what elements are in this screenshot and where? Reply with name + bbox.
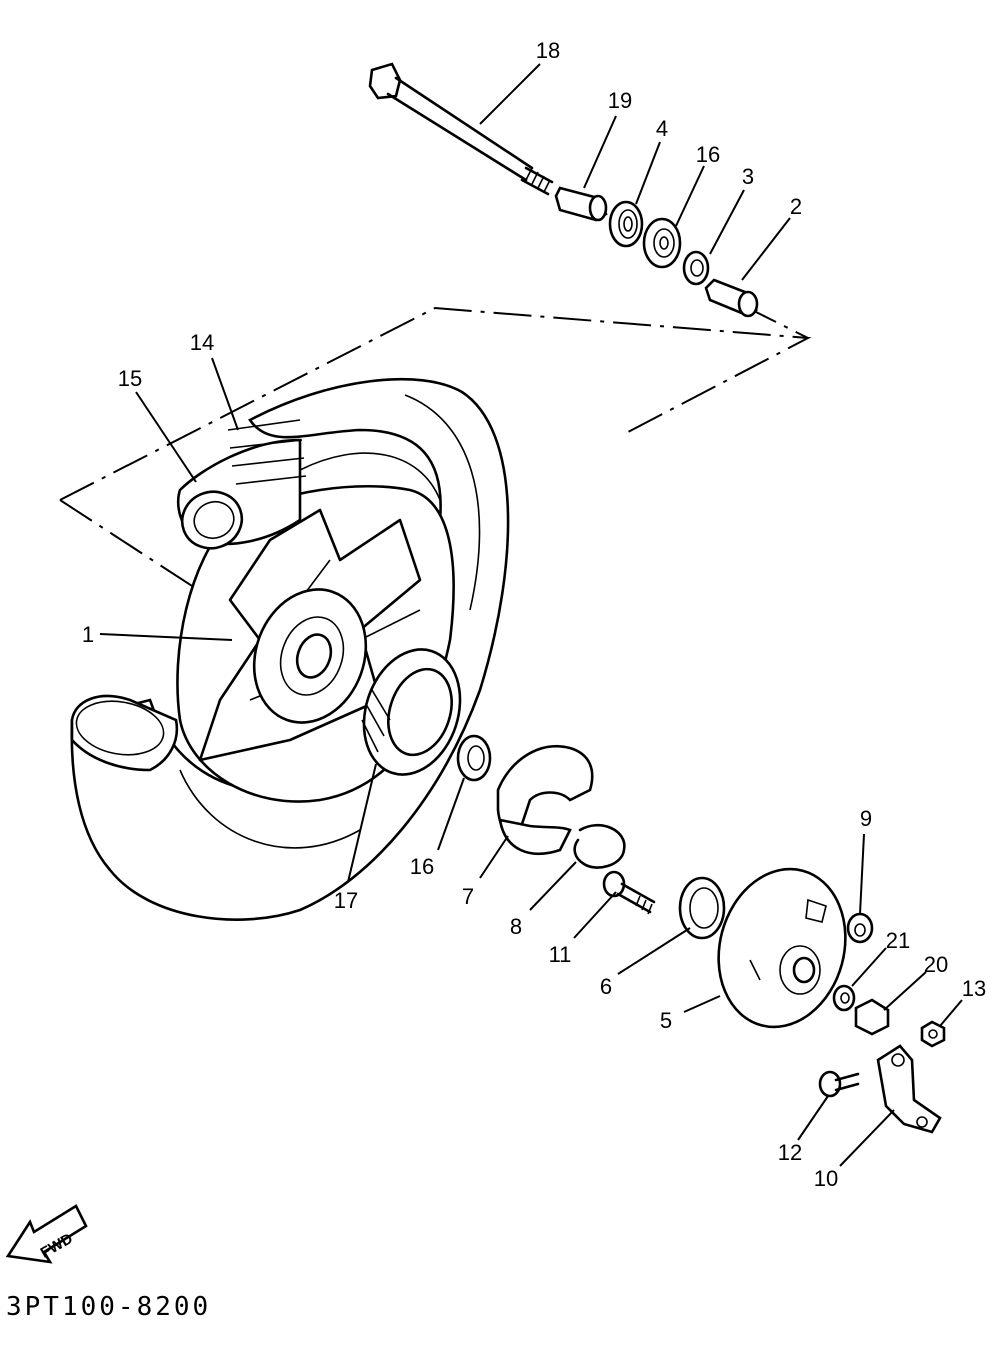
brake-spring <box>573 824 626 869</box>
callout-18: 18 <box>536 38 560 63</box>
washer-upper <box>682 250 710 286</box>
callout-4: 4 <box>656 116 668 141</box>
tire <box>70 377 510 921</box>
callout-1: 1 <box>82 622 94 647</box>
forward-arrow-icon: FWD <box>5 1204 88 1264</box>
bearing-lower-large <box>361 648 462 776</box>
oil-seal-upper <box>608 200 644 248</box>
axle-nut <box>854 998 890 1036</box>
callout-16-lower: 16 <box>410 854 434 879</box>
callout-15: 15 <box>118 366 142 391</box>
nut-9 <box>846 912 874 944</box>
callout-11: 11 <box>549 942 572 967</box>
collar <box>554 186 608 222</box>
callout-12: 12 <box>778 1140 802 1165</box>
brake-camshaft <box>602 870 656 915</box>
callout-8: 8 <box>510 914 522 939</box>
bolt <box>818 1070 860 1098</box>
callout-2: 2 <box>790 194 802 219</box>
brake-shoe <box>496 745 594 855</box>
callout-17: 17 <box>334 888 358 913</box>
tire-cutaway <box>70 694 179 772</box>
axle <box>368 62 554 196</box>
brake-camshaft-lever <box>876 1044 942 1134</box>
nut-13 <box>920 1020 946 1048</box>
callout-9: 9 <box>860 806 872 831</box>
brake-shoe-plate <box>717 867 847 1029</box>
callout-16-upper: 16 <box>696 142 720 167</box>
callout-21: 21 <box>886 928 910 953</box>
spacer <box>704 278 759 318</box>
diagram-code: 3PT100-8200 <box>6 1292 212 1322</box>
callout-19: 19 <box>608 88 632 113</box>
callout-7: 7 <box>462 884 474 909</box>
leader-lines <box>99 63 963 1167</box>
bearing-upper <box>642 217 682 269</box>
callout-labels: 18 19 4 16 3 2 14 15 1 16 17 7 8 11 6 5 … <box>82 38 986 1191</box>
callout-10: 10 <box>814 1166 838 1191</box>
callout-20: 20 <box>924 952 948 977</box>
bearing-lower <box>456 734 492 782</box>
wheel-hub <box>252 588 368 724</box>
callout-3: 3 <box>742 164 754 189</box>
callout-5: 5 <box>660 1008 672 1033</box>
oil-seal-lower <box>678 876 726 940</box>
callout-14: 14 <box>190 330 214 355</box>
callout-6: 6 <box>600 974 612 999</box>
tube-valve-end <box>176 419 307 550</box>
callout-13: 13 <box>962 976 986 1001</box>
washer-21 <box>832 984 856 1012</box>
